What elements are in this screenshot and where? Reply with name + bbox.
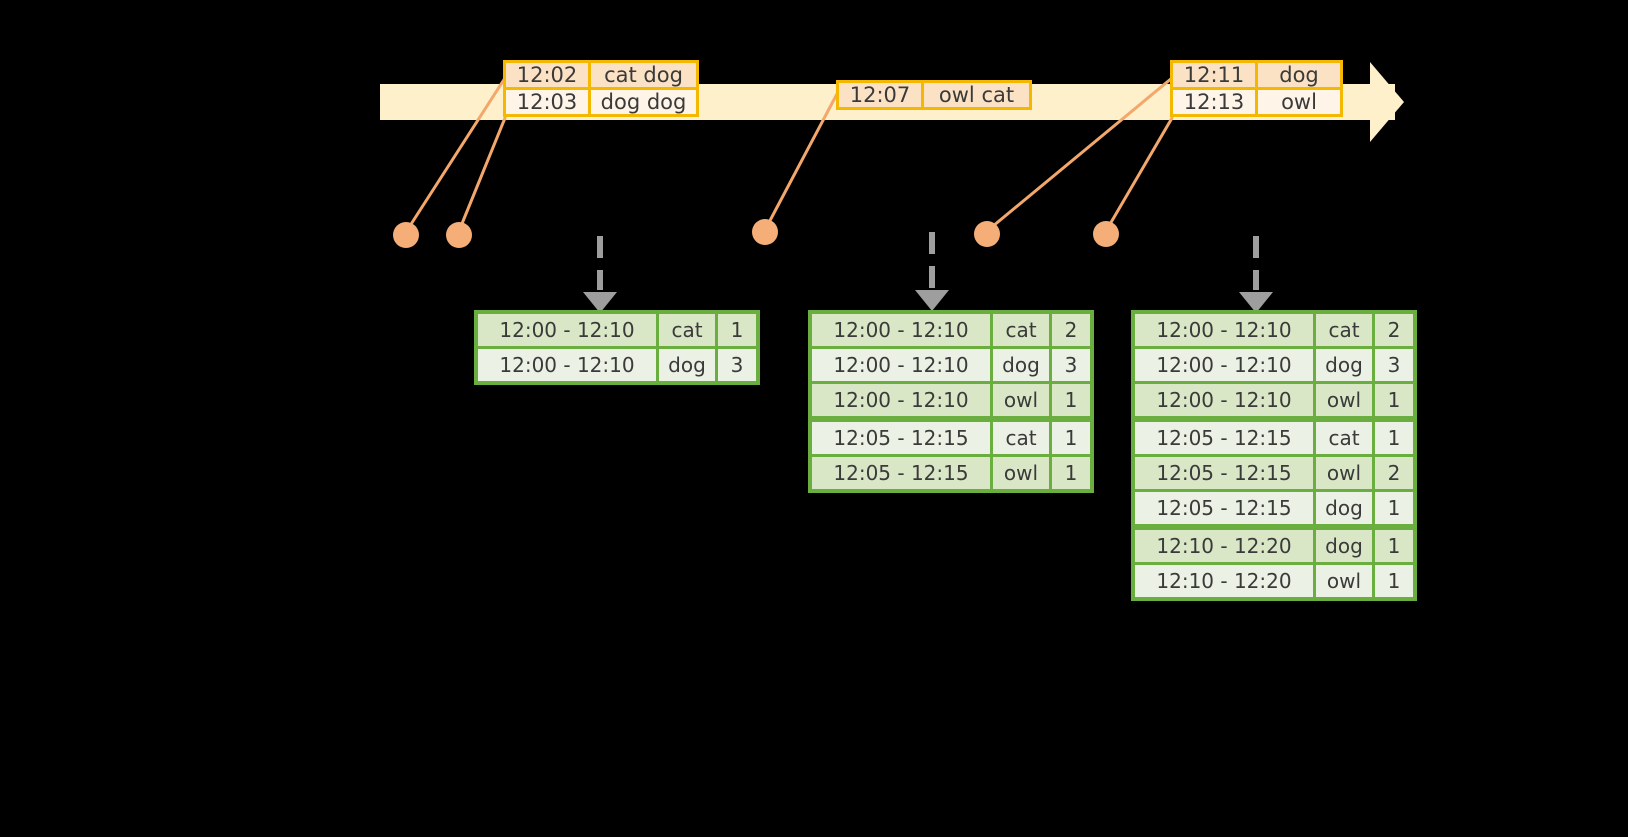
event-words: owl cat (921, 83, 1029, 107)
connector-line-5 (1104, 116, 1174, 233)
event-group-2: 12:07 owl cat (836, 80, 1032, 110)
table-row: 12:00 - 12:10 cat 2 (812, 314, 1090, 346)
cell-word: owl (1316, 384, 1372, 416)
cell-count: 1 (1052, 422, 1090, 454)
cell-count: 3 (718, 349, 756, 381)
connector-dot-3 (752, 219, 778, 245)
cell-word: cat (993, 422, 1049, 454)
event-row: 12:11 dog (1173, 63, 1340, 87)
table-row: 12:00 - 12:10 cat 1 (478, 314, 756, 346)
result-table-3: 12:00 - 12:10 cat 2 12:00 - 12:10 dog 3 … (1131, 310, 1417, 601)
event-group-3: 12:11 dog 12:13 owl (1170, 60, 1343, 117)
table-row: 12:00 - 12:10 cat 2 (1135, 314, 1413, 346)
connector-dot-1 (393, 222, 419, 248)
cell-word: owl (993, 384, 1049, 416)
cell-word: dog (659, 349, 715, 381)
cell-word: cat (1316, 422, 1372, 454)
event-time: 12:03 (506, 90, 588, 114)
connector-dots (393, 219, 1119, 248)
event-words: owl (1255, 90, 1340, 114)
table-row: 12:00 - 12:10 dog 3 (478, 349, 756, 381)
cell-window: 12:05 - 12:15 (812, 422, 990, 454)
cell-window: 12:00 - 12:10 (812, 314, 990, 346)
event-time: 12:11 (1173, 63, 1255, 87)
table-row: 12:05 - 12:15 owl 2 (1135, 457, 1413, 489)
table-row: 12:05 - 12:15 dog 1 (1135, 492, 1413, 524)
cell-word: owl (1316, 457, 1372, 489)
table-row: 12:00 - 12:10 owl 1 (1135, 384, 1413, 416)
cell-window: 12:05 - 12:15 (812, 457, 990, 489)
cell-count: 1 (1052, 384, 1090, 416)
table-row: 12:05 - 12:15 cat 1 (812, 422, 1090, 454)
event-words: dog (1255, 63, 1340, 87)
cell-word: cat (993, 314, 1049, 346)
cell-count: 1 (1375, 565, 1413, 597)
table-row: 12:10 - 12:20 owl 1 (1135, 565, 1413, 597)
cell-window: 12:00 - 12:10 (1135, 314, 1313, 346)
cell-count: 1 (1375, 530, 1413, 562)
event-words: dog dog (588, 90, 696, 114)
cell-count: 3 (1375, 349, 1413, 381)
table-row: 12:00 - 12:10 dog 3 (812, 349, 1090, 381)
result-table-2: 12:00 - 12:10 cat 2 12:00 - 12:10 dog 3 … (808, 310, 1094, 493)
table-row: 12:05 - 12:15 cat 1 (1135, 422, 1413, 454)
cell-word: cat (1316, 314, 1372, 346)
cell-window: 12:00 - 12:10 (812, 349, 990, 381)
table-row: 12:05 - 12:15 owl 1 (812, 457, 1090, 489)
connector-line-3 (763, 90, 840, 232)
connector-dot-5 (1093, 221, 1119, 247)
event-row: 12:03 dog dog (506, 87, 696, 114)
cell-count: 1 (718, 314, 756, 346)
table-row: 12:00 - 12:10 dog 3 (1135, 349, 1413, 381)
cell-word: dog (993, 349, 1049, 381)
cell-count: 2 (1375, 457, 1413, 489)
table-row: 12:00 - 12:10 owl 1 (812, 384, 1090, 416)
event-time: 12:02 (506, 63, 588, 87)
cell-window: 12:00 - 12:10 (478, 314, 656, 346)
cell-window: 12:05 - 12:15 (1135, 422, 1313, 454)
cell-word: dog (1316, 530, 1372, 562)
event-row: 12:02 cat dog (506, 63, 696, 87)
event-group-1: 12:02 cat dog 12:03 dog dog (503, 60, 699, 117)
cell-count: 1 (1375, 422, 1413, 454)
emit-arrows (597, 232, 1259, 290)
cell-word: cat (659, 314, 715, 346)
connector-line-1 (404, 76, 507, 234)
cell-window: 12:00 - 12:10 (1135, 384, 1313, 416)
result-table-1: 12:00 - 12:10 cat 1 12:00 - 12:10 dog 3 (474, 310, 760, 385)
cell-window: 12:10 - 12:20 (1135, 565, 1313, 597)
table-row: 12:10 - 12:20 dog 1 (1135, 530, 1413, 562)
event-time: 12:07 (839, 83, 921, 107)
event-row: 12:07 owl cat (839, 83, 1029, 107)
cell-window: 12:05 - 12:15 (1135, 457, 1313, 489)
cell-window: 12:00 - 12:10 (1135, 349, 1313, 381)
connector-dot-4 (974, 221, 1000, 247)
cell-count: 1 (1375, 492, 1413, 524)
cell-count: 2 (1052, 314, 1090, 346)
cell-count: 1 (1052, 457, 1090, 489)
cell-word: owl (993, 457, 1049, 489)
event-words: cat dog (588, 63, 696, 87)
cell-word: dog (1316, 492, 1372, 524)
cell-word: dog (1316, 349, 1372, 381)
cell-window: 12:10 - 12:20 (1135, 530, 1313, 562)
cell-window: 12:00 - 12:10 (812, 384, 990, 416)
cell-window: 12:00 - 12:10 (478, 349, 656, 381)
connector-dot-2 (446, 222, 472, 248)
event-time: 12:13 (1173, 90, 1255, 114)
timeline-arrow-head (1370, 62, 1404, 142)
cell-count: 3 (1052, 349, 1090, 381)
cell-count: 1 (1375, 384, 1413, 416)
emit-arrow-head-2 (915, 290, 949, 311)
connector-line-2 (457, 116, 507, 233)
cell-window: 12:05 - 12:15 (1135, 492, 1313, 524)
event-row: 12:13 owl (1173, 87, 1340, 114)
cell-count: 2 (1375, 314, 1413, 346)
cell-word: owl (1316, 565, 1372, 597)
